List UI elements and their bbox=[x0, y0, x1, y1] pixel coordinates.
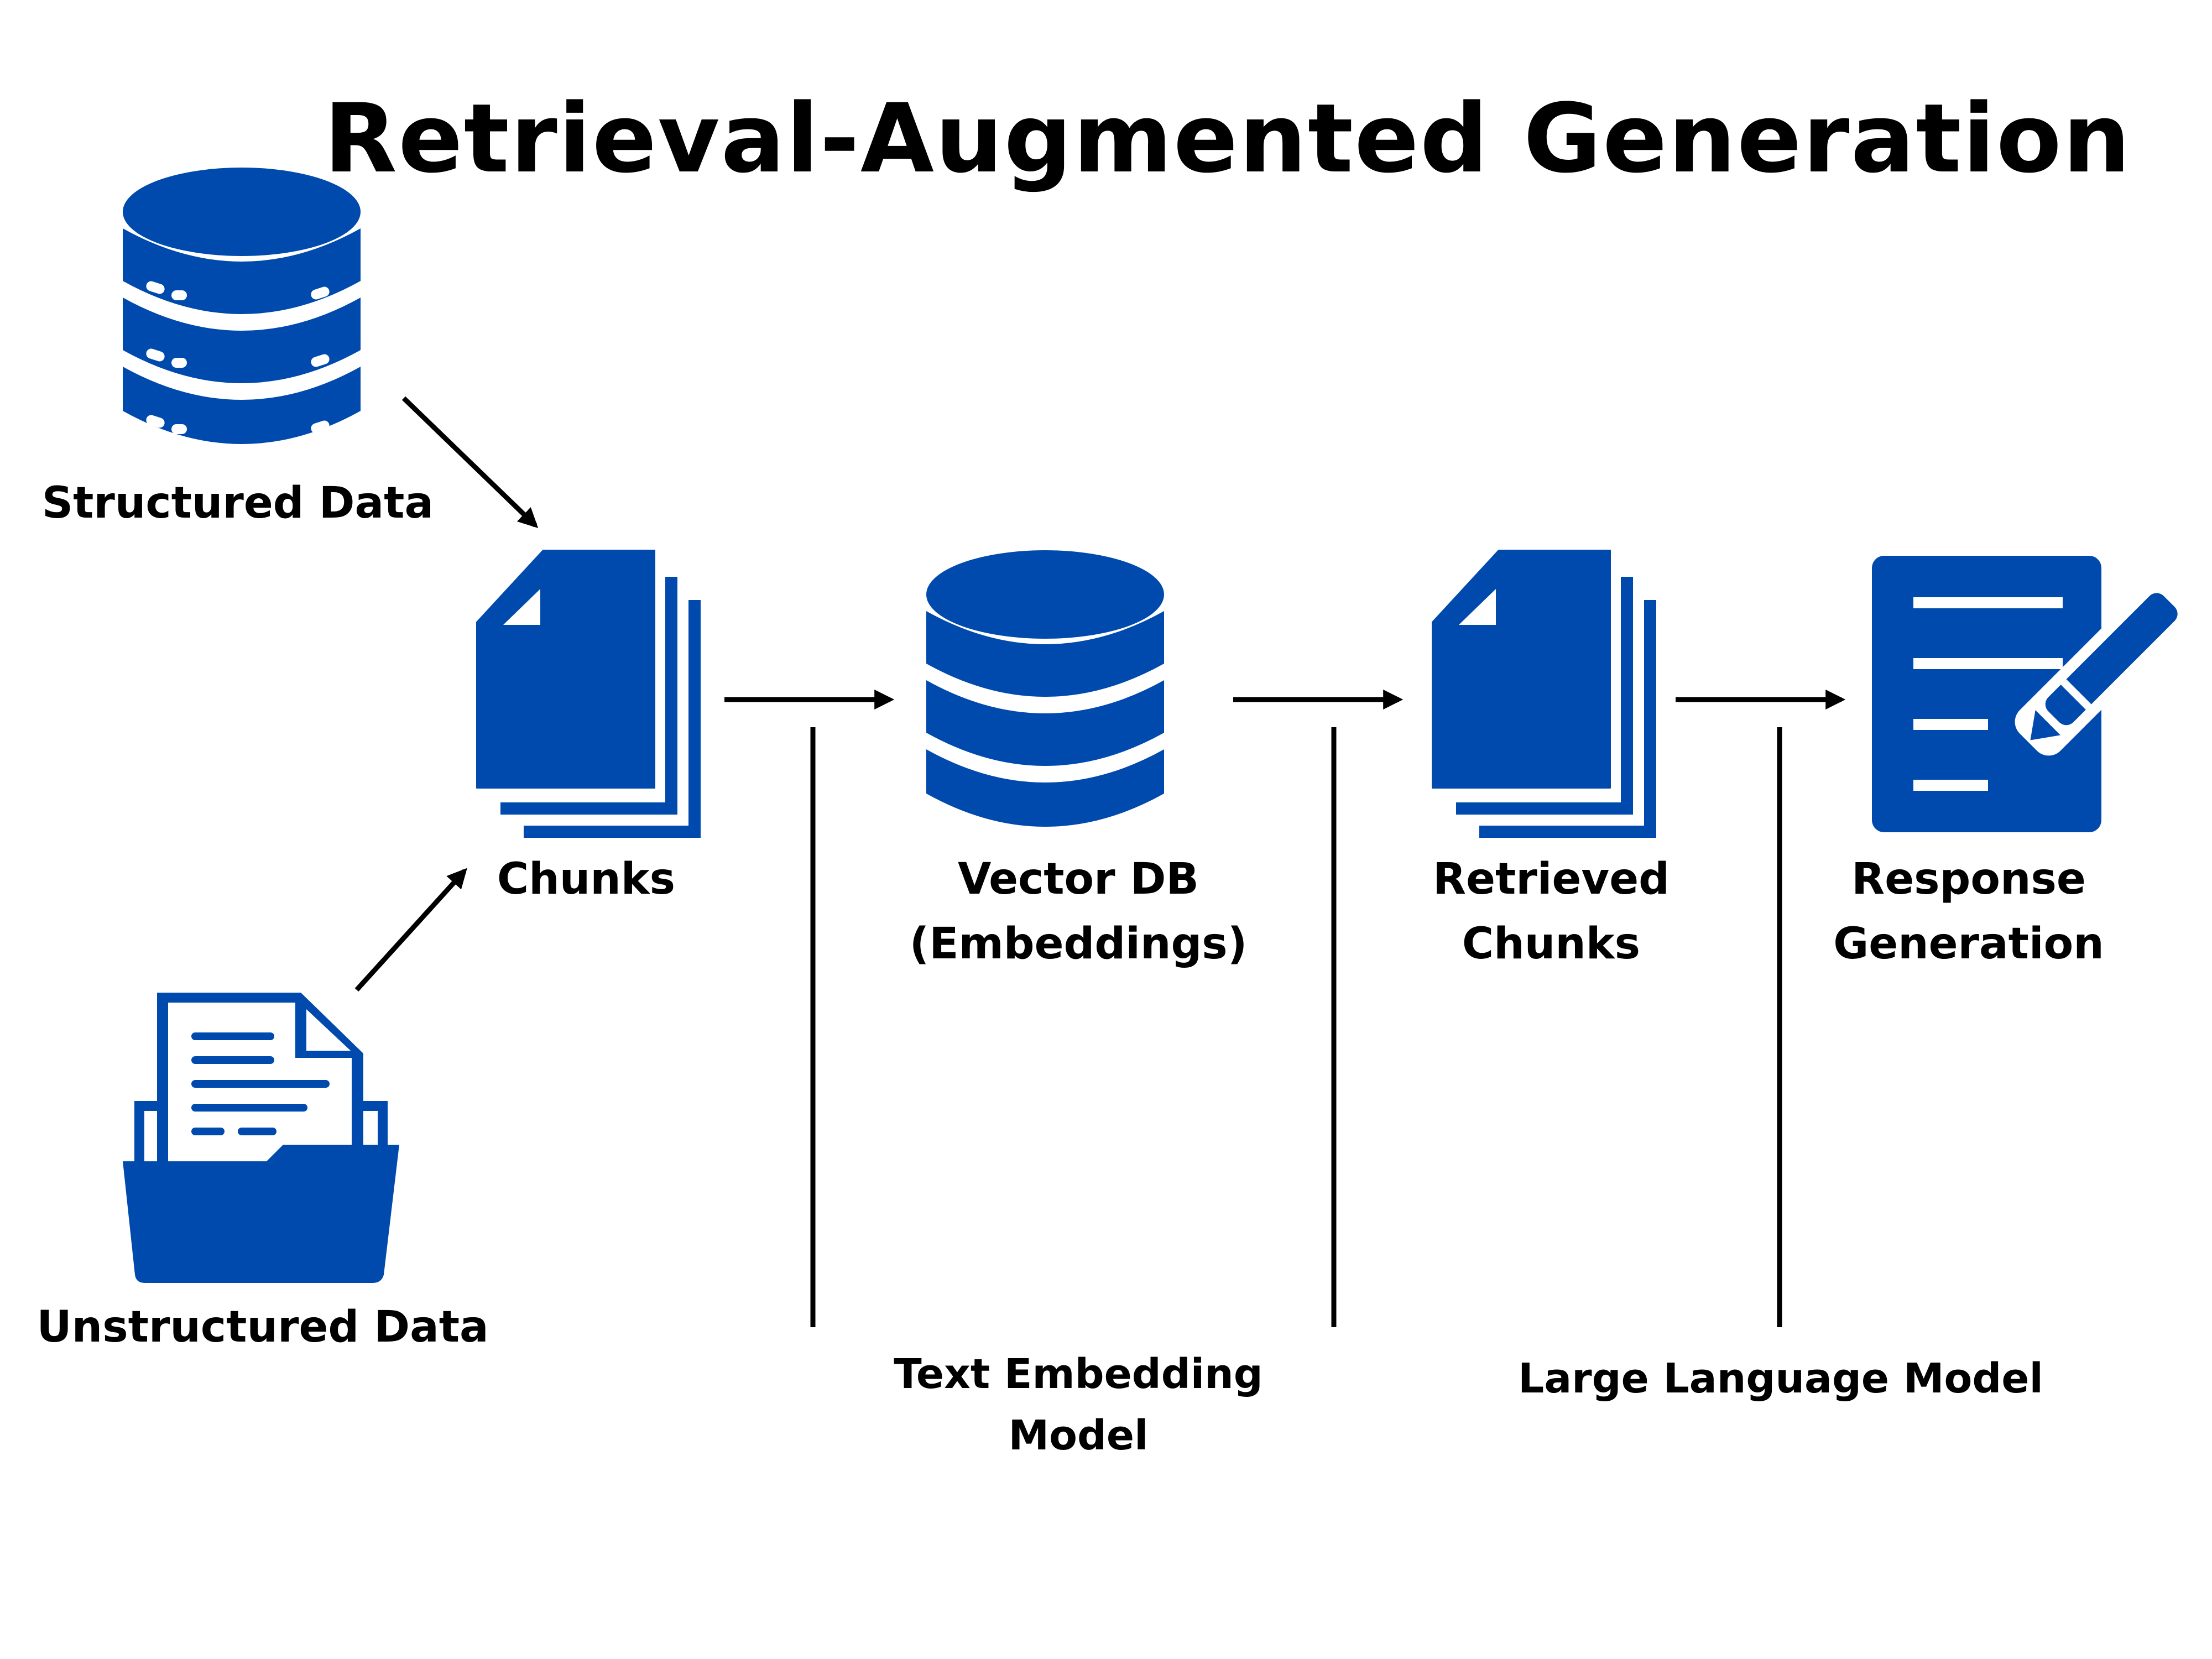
document-edit-icon bbox=[1872, 556, 2190, 832]
response-generation-label-line2: Generation bbox=[1833, 919, 2104, 969]
text-embedding-model-line2: Model bbox=[1008, 1412, 1149, 1459]
large-language-model-label: Large Language Model bbox=[1518, 1355, 2043, 1402]
documents-stack-icon bbox=[476, 550, 701, 838]
response-generation-label-line1: Response bbox=[1851, 854, 2086, 904]
vector-db-label-line1: Vector DB bbox=[958, 854, 1199, 904]
text-embedding-model-line1: Text Embedding bbox=[894, 1350, 1263, 1398]
retrieved-chunks-label-line2: Chunks bbox=[1462, 919, 1641, 969]
response-generation-label: Response Generation bbox=[1819, 847, 2118, 977]
chunks-label: Chunks bbox=[497, 854, 676, 904]
diagram-title: Retrieval-Augmented Generation bbox=[324, 83, 2132, 194]
text-embedding-model-label: Text Embedding Model bbox=[868, 1344, 1288, 1467]
vector-db-label-line2: (Embeddings) bbox=[909, 919, 1248, 969]
arrow-unstructured-to-chunks bbox=[354, 868, 467, 992]
database-icon bbox=[926, 550, 1164, 827]
unstructured-data-label: Unstructured Data bbox=[36, 1302, 489, 1352]
documents-stack-icon bbox=[1432, 550, 1657, 838]
retrieved-chunks-label-line1: Retrieved bbox=[1433, 854, 1670, 904]
structured-data-label: Structured Data bbox=[41, 478, 434, 528]
folder-document-icon bbox=[123, 993, 399, 1283]
database-icon bbox=[123, 168, 361, 444]
retrieved-chunks-label: Retrieved Chunks bbox=[1416, 847, 1687, 977]
vector-db-label: Vector DB (Embeddings) bbox=[868, 847, 1288, 977]
arrow-structured-to-chunks bbox=[401, 396, 539, 529]
